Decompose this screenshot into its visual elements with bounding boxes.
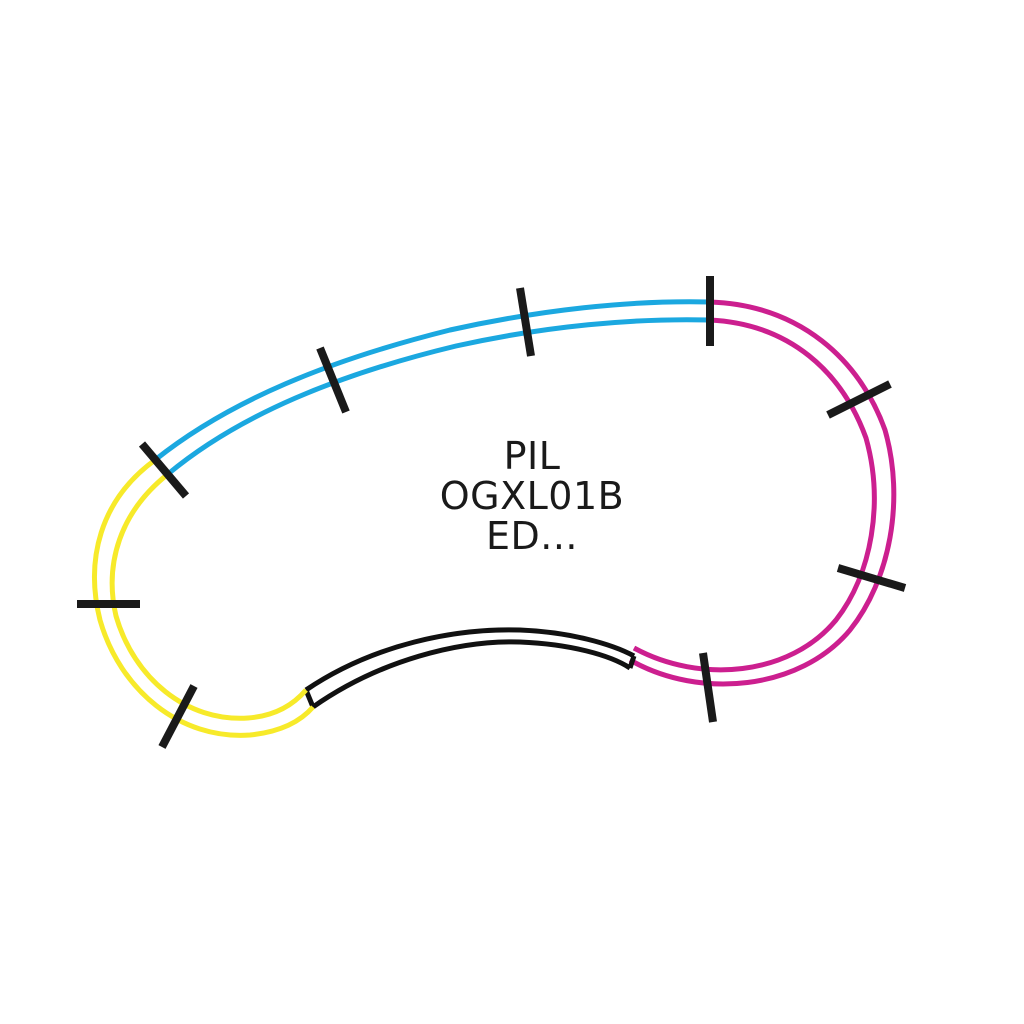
segment-yellow[interactable] <box>92 457 315 738</box>
center-label: PIL OGXL01B ED... <box>412 436 652 556</box>
segment-black[interactable] <box>303 627 637 710</box>
tick-1 <box>138 441 190 499</box>
segment-yellow-outer <box>92 457 315 738</box>
segment-yellow-inner <box>109 472 308 721</box>
segment-black-end-left <box>303 689 316 708</box>
tick-3 <box>516 287 535 357</box>
segment-black-inner <box>304 627 636 693</box>
segment-magenta-inner <box>632 317 877 673</box>
segment-magenta[interactable] <box>628 299 897 687</box>
segment-magenta-outer <box>628 299 897 687</box>
tick-2 <box>316 346 350 414</box>
tick-5 <box>826 380 892 419</box>
center-label-line-1: PIL <box>503 434 561 478</box>
center-label-line-2: OGXL01B <box>439 474 625 518</box>
tick-8 <box>158 684 198 749</box>
segment-blue[interactable] <box>153 299 711 476</box>
tick-6 <box>836 564 907 592</box>
segment-blue-outer <box>153 299 711 462</box>
center-label-line-3: ED... <box>485 514 578 558</box>
tick-marks <box>77 276 907 749</box>
segment-black-end-right <box>627 655 637 669</box>
segment-black-outer <box>311 639 632 710</box>
segment-blue-inner <box>166 317 711 476</box>
tick-7 <box>699 652 717 723</box>
